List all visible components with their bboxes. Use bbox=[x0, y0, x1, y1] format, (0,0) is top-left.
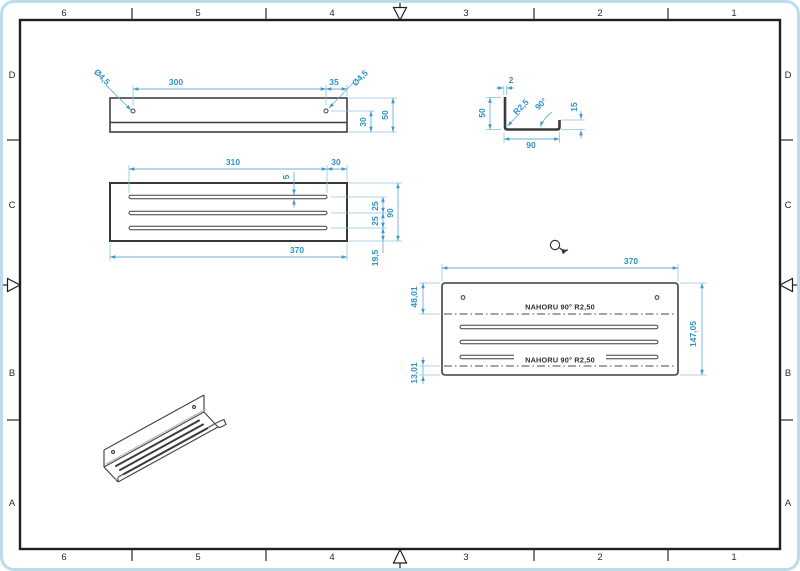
dim-50: 50 bbox=[477, 108, 487, 118]
bend-tangent-line bbox=[105, 408, 207, 465]
slot bbox=[459, 339, 659, 345]
zone-row-label: C bbox=[785, 200, 792, 211]
dim-310: 310 bbox=[226, 157, 240, 167]
plan-view: 310 30 5 25 25 19,5 90 370 bbox=[109, 157, 402, 266]
plan-view-outline bbox=[109, 182, 348, 242]
hole bbox=[130, 108, 136, 114]
fold-mark-top-icon bbox=[392, 0, 408, 22]
dim-30: 30 bbox=[331, 157, 341, 167]
flat-pattern-outline bbox=[441, 282, 679, 376]
dim-370: 370 bbox=[624, 256, 638, 266]
slot bbox=[119, 423, 204, 471]
hole bbox=[110, 449, 116, 455]
side-view: 300 35 30 50 Ø4,5 Ø4,5 bbox=[92, 67, 397, 133]
dim-5: 5 bbox=[281, 174, 291, 179]
zone-col-label: 1 bbox=[731, 552, 736, 563]
zone-row-label: D bbox=[9, 70, 16, 81]
zone-row-label: B bbox=[9, 368, 15, 379]
isometric-view bbox=[103, 394, 227, 483]
slot bbox=[459, 324, 659, 330]
zone-col-label: 4 bbox=[329, 552, 334, 563]
slot bbox=[128, 225, 328, 231]
zone-col-label: 1 bbox=[731, 8, 736, 19]
dim-angle-90: 90° bbox=[533, 95, 550, 112]
dim-90: 90 bbox=[385, 208, 395, 218]
bend-note-mask bbox=[514, 301, 606, 311]
hole bbox=[654, 295, 660, 300]
section-view: 2 50 R2,5 90° 15 90 bbox=[477, 75, 585, 150]
zone-row-label: A bbox=[785, 498, 792, 509]
dim-300: 300 bbox=[169, 77, 183, 87]
hole bbox=[191, 404, 197, 410]
dim-90: 90 bbox=[526, 140, 536, 150]
zone-col-label: 2 bbox=[597, 552, 602, 563]
bend-note-top: NAHORU 90° R2,50 bbox=[525, 303, 595, 312]
zone-col-label: 5 bbox=[195, 552, 200, 563]
zone-col-label: 6 bbox=[61, 552, 66, 563]
rotated-view-icon bbox=[549, 239, 569, 255]
dim-30: 30 bbox=[358, 117, 368, 127]
zone-row-label: C bbox=[9, 200, 16, 211]
dim-15: 15 bbox=[569, 102, 579, 112]
dim-diameter-left: Ø4,5 bbox=[92, 67, 112, 87]
slot bbox=[123, 427, 208, 475]
bend-note-mask bbox=[514, 354, 606, 364]
zone-row-label: A bbox=[9, 498, 16, 509]
hole bbox=[460, 295, 466, 300]
dim-2: 2 bbox=[509, 75, 514, 85]
zone-col-label: 5 bbox=[195, 8, 200, 19]
dim-r2-5: R2,5 bbox=[511, 97, 531, 117]
slot bbox=[128, 210, 328, 216]
dim-35: 35 bbox=[329, 77, 339, 87]
bend-note-bottom: NAHORU 90° R2,50 bbox=[525, 356, 595, 365]
zone-col-label: 3 bbox=[463, 8, 468, 19]
fold-mark-left-icon bbox=[0, 277, 22, 293]
dim-25: 25 bbox=[370, 216, 380, 226]
flat-pattern-view: NAHORU 90° R2,50 NAHORU 90° R2,50 bbox=[409, 239, 707, 384]
zone-col-label: 6 bbox=[61, 8, 66, 19]
dim-diameter-right: Ø4,5 bbox=[350, 68, 370, 88]
zone-row-label: B bbox=[785, 368, 791, 379]
section-profile bbox=[503, 97, 561, 131]
side-view-outline bbox=[109, 97, 348, 133]
zone-col-label: 3 bbox=[463, 552, 468, 563]
fold-mark-right-icon bbox=[778, 277, 800, 293]
dim-48-01: 48,01 bbox=[409, 286, 419, 308]
dim-50: 50 bbox=[380, 110, 390, 120]
dim-25: 25 bbox=[370, 201, 380, 211]
zone-col-label: 4 bbox=[329, 8, 334, 19]
dim-19-5: 19,5 bbox=[370, 249, 380, 266]
zone-row-label: D bbox=[785, 70, 792, 81]
slot bbox=[115, 419, 200, 467]
dim-13-01: 13,01 bbox=[409, 362, 419, 384]
zone-col-label: 2 bbox=[597, 8, 602, 19]
dim-147-05: 147,05 bbox=[688, 321, 698, 347]
hole bbox=[323, 108, 329, 114]
fold-mark-bottom-icon bbox=[392, 548, 408, 571]
slot bbox=[128, 194, 328, 200]
dim-370: 370 bbox=[290, 245, 304, 255]
